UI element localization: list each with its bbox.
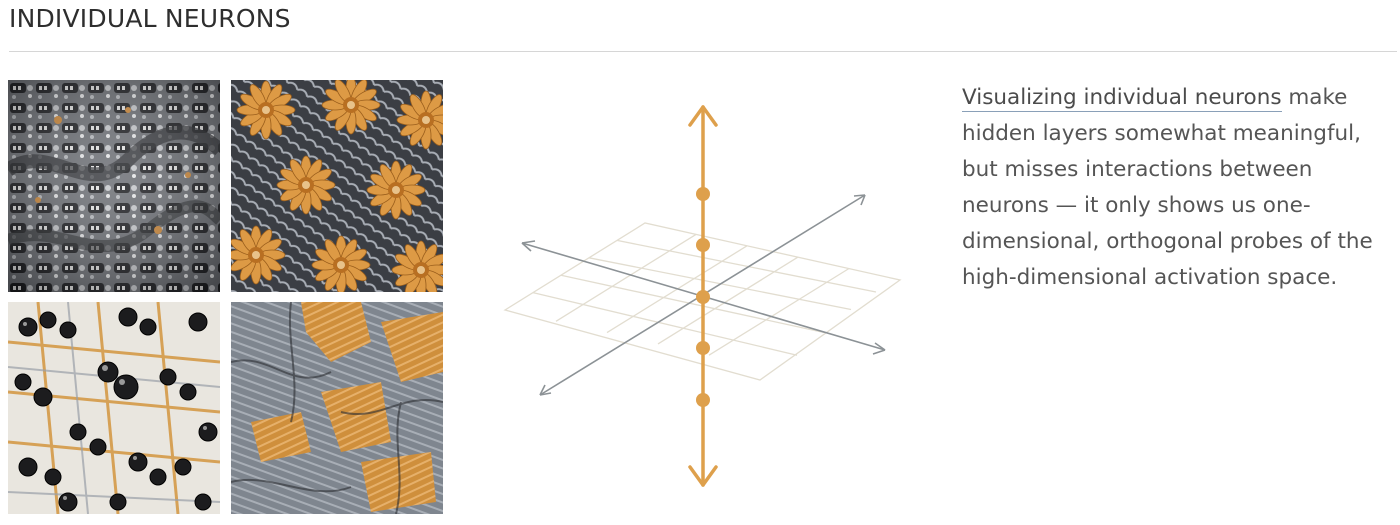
neuron-visualization-grid [8,80,444,514]
neuron-visualization-fabric [231,302,443,514]
activation-point [696,290,710,304]
tile-text-like-image [8,80,220,292]
neuron-visualization-flowers [231,80,443,292]
title-divider [9,51,1397,52]
tile-fabric-image [231,302,443,514]
neuron-visualization-beads [8,302,220,514]
tile-flowers-image [231,80,443,292]
activation-point [696,187,710,201]
activation-point [696,393,710,407]
neuron-activation-points [696,187,710,407]
caption-text: Visualizing individual neurons make hidd… [962,80,1394,296]
activation-point [696,238,710,252]
caption-body: make hidden layers somewhat meaningful, … [962,85,1373,290]
activation-plane-grid [503,222,902,381]
tile-beads-image [8,302,220,514]
neuron-visualization-text-like [8,80,220,292]
visualizing-neurons-link[interactable]: Visualizing individual neurons [962,85,1282,112]
section-title: INDIVIDUAL NEURONS [9,4,291,33]
activation-point [696,341,710,355]
activation-space-diagram [503,105,902,487]
